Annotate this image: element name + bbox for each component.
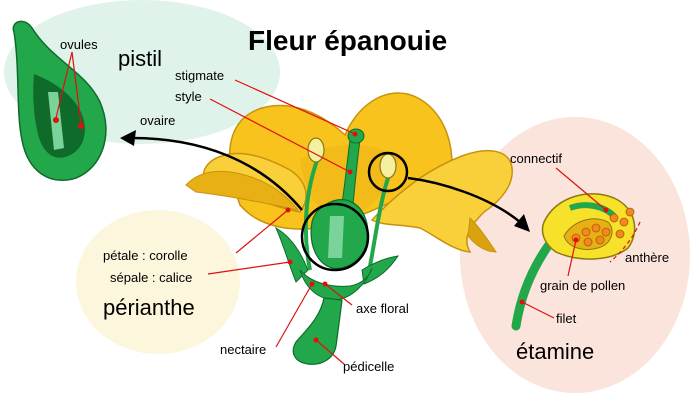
- detail-filament: [511, 241, 553, 331]
- perianthe-bubble: [76, 210, 240, 354]
- pollen-grain-2: [581, 227, 591, 237]
- pointer-sepale: [207, 261, 291, 275]
- sepal-right: [361, 255, 400, 285]
- receptacle: [299, 267, 373, 301]
- dot-style: [347, 169, 353, 175]
- sepal-left: [274, 226, 309, 283]
- pointer-ovules-2: [71, 51, 82, 125]
- dot-petale: [285, 207, 291, 213]
- stamen-zoom-circle: [367, 151, 409, 193]
- label-filet: filet: [556, 311, 577, 326]
- pointer-pedicelle: [315, 339, 345, 365]
- ovary-inner: [328, 216, 344, 258]
- pointer-stigmate: [234, 79, 356, 135]
- arrow-to-pistil: [131, 136, 303, 211]
- label-stigmate: stigmate: [175, 68, 225, 83]
- pointer-axe-floral: [324, 283, 353, 306]
- dot-nectaire: [309, 281, 315, 287]
- label-ovaire: ovaire: [140, 113, 176, 128]
- dot-axe-floral: [322, 281, 328, 287]
- label-anthere: anthère: [625, 250, 670, 265]
- diagram-title: Fleur épanouie: [248, 25, 448, 56]
- label-pedicelle: pédicelle: [343, 359, 395, 374]
- arrow-to-stamen: [407, 176, 521, 223]
- pointer-petale: [235, 209, 289, 254]
- pointer-grain-pollen: [567, 239, 577, 277]
- pollen-grain-3: [591, 223, 601, 233]
- pollen-grain-9: [625, 207, 635, 217]
- dot-connectif: [603, 207, 609, 213]
- main-anther-left: [307, 137, 325, 163]
- pointer-nectaire: [275, 283, 313, 348]
- dot-stigmate: [352, 131, 358, 137]
- ovule-1: [53, 117, 59, 123]
- label-ovules: ovules: [60, 37, 98, 52]
- ovary-zoom-circle: [300, 202, 370, 272]
- pollen-grain-5: [595, 235, 605, 245]
- dot-grain-pollen: [573, 237, 579, 243]
- label-nectaire: nectaire: [220, 342, 267, 357]
- pointer-ovules-1: [55, 51, 73, 119]
- arrow-to-pistil-head: [120, 130, 136, 146]
- pollen-grain-10: [615, 229, 625, 239]
- pollen-grain-8: [619, 217, 629, 227]
- petal-right: [370, 149, 513, 253]
- label-petale: pétale : corolle: [103, 248, 188, 263]
- group-label-etamine: étamine: [516, 339, 595, 364]
- main-stamen-filament-right: [368, 171, 392, 267]
- dot-sepale: [287, 259, 293, 265]
- ovule-2: [78, 123, 84, 129]
- dot-pedicelle: [313, 337, 319, 343]
- label-axe-floral: axe floral: [356, 301, 409, 316]
- anther-bracket: [609, 221, 641, 263]
- label-connectif: connectif: [510, 151, 563, 166]
- group-label-pistil: pistil: [118, 46, 163, 71]
- pollen-grain-4: [583, 237, 593, 247]
- petal-right-tip: [467, 216, 497, 253]
- detail-connectif: [568, 202, 617, 219]
- group-label-perianthe: périanthe: [103, 295, 195, 320]
- dot-filet: [519, 299, 525, 305]
- pointer-style: [209, 98, 351, 173]
- main-anther-right: [379, 153, 397, 179]
- pollen-grain-6: [601, 227, 611, 237]
- label-sepale: sépale : calice: [110, 270, 193, 285]
- petal-left-fold: [185, 170, 300, 211]
- pointer-filet: [521, 301, 555, 319]
- pointer-connectif: [555, 167, 607, 211]
- pedicel: [292, 297, 343, 365]
- arrow-to-stamen-head: [514, 214, 530, 232]
- label-grain-de-pollen: grain de pollen: [540, 278, 626, 293]
- label-style: style: [175, 89, 202, 104]
- pollen-grain-7: [609, 213, 619, 223]
